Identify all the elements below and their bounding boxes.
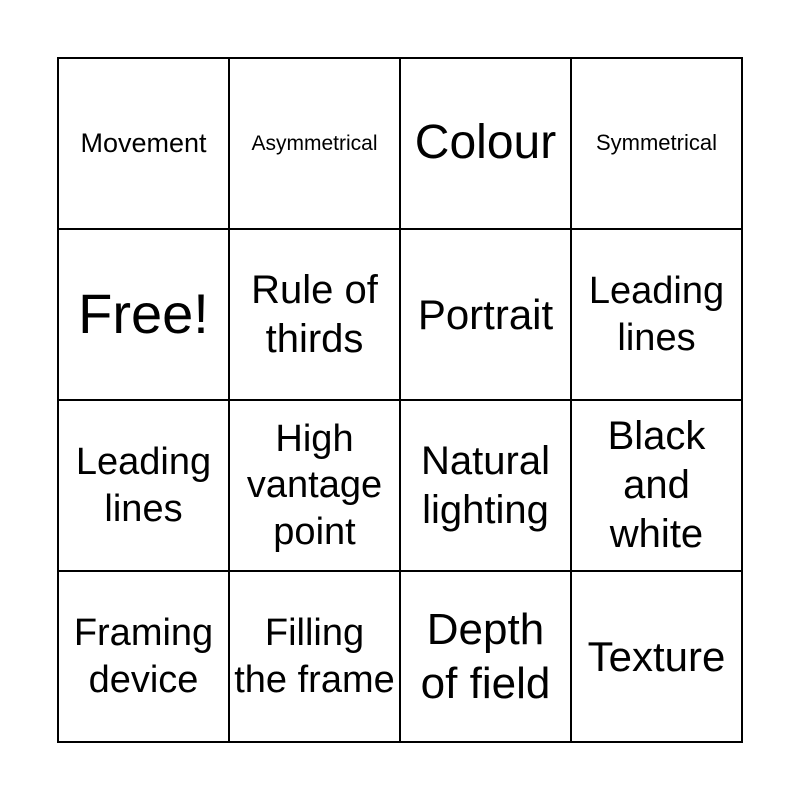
free-cell[interactable]: Free! <box>58 229 229 400</box>
bingo-card: Movement Asymmetrical Colour Symmetrical… <box>57 57 743 743</box>
bingo-cell[interactable]: Black and white <box>571 400 742 571</box>
bingo-cell[interactable]: Symmetrical <box>571 58 742 229</box>
bingo-cell[interactable]: Portrait <box>400 229 571 400</box>
bingo-cell[interactable]: Filling the frame <box>229 571 400 742</box>
bingo-cell[interactable]: Leading lines <box>58 400 229 571</box>
bingo-cell[interactable]: Framing device <box>58 571 229 742</box>
bingo-cell[interactable]: Natural lighting <box>400 400 571 571</box>
bingo-cell[interactable]: Texture <box>571 571 742 742</box>
bingo-cell[interactable]: Leading lines <box>571 229 742 400</box>
bingo-cell[interactable]: High vantage point <box>229 400 400 571</box>
bingo-cell[interactable]: Movement <box>58 58 229 229</box>
bingo-cell[interactable]: Rule of thirds <box>229 229 400 400</box>
bingo-cell[interactable]: Depth of field <box>400 571 571 742</box>
bingo-cell[interactable]: Asymmetrical <box>229 58 400 229</box>
bingo-cell[interactable]: Colour <box>400 58 571 229</box>
